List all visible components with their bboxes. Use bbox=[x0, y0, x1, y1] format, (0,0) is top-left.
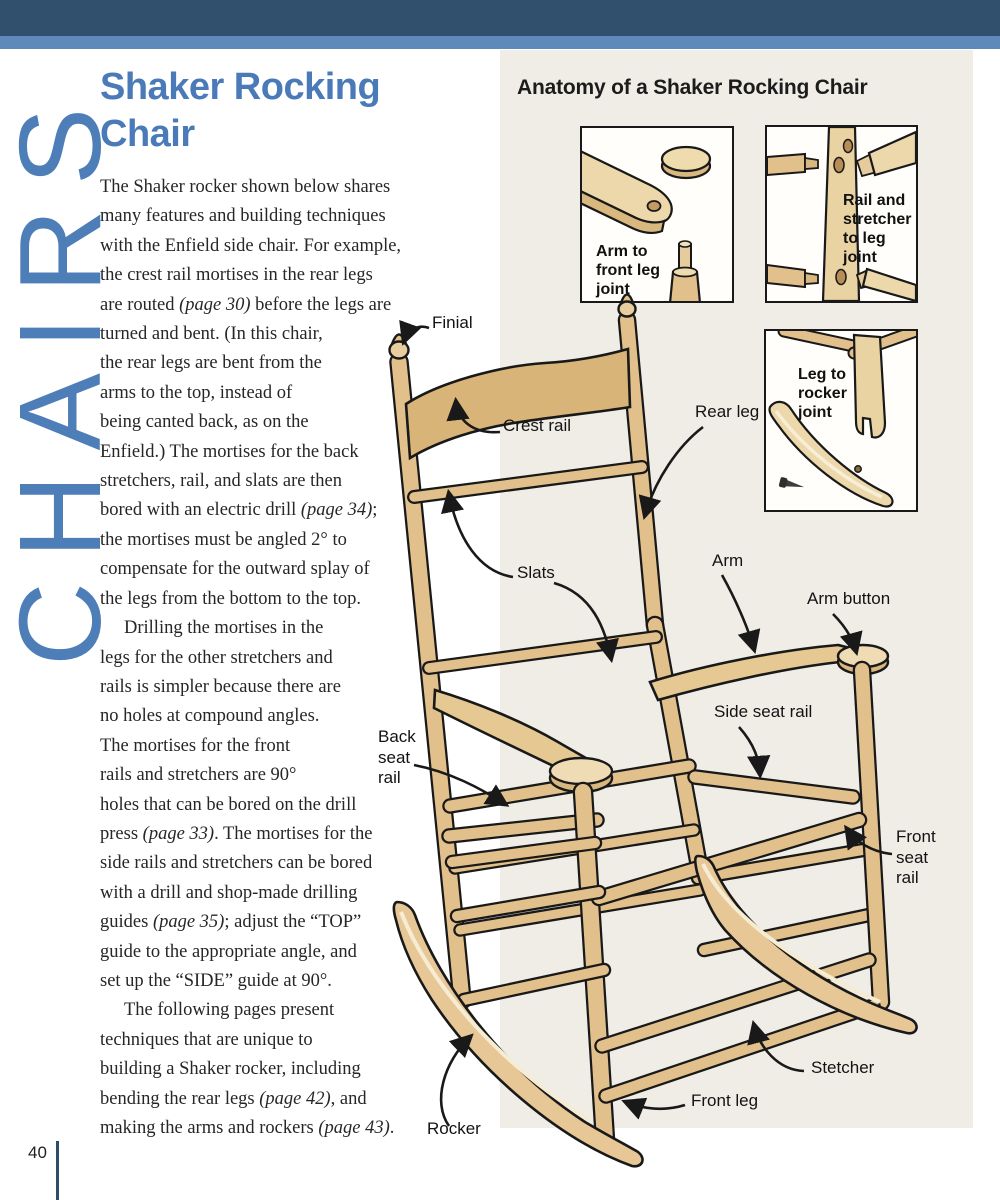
body-line: many features and building techniques bbox=[100, 206, 386, 227]
body-text: The Shaker rocker shown below shares many… bbox=[100, 173, 530, 1143]
body-line: guide to the appropriate angle, and bbox=[100, 941, 357, 962]
page-number-rule bbox=[56, 1141, 59, 1200]
body-line: Enfield.) The mortises for the back bbox=[100, 441, 359, 462]
arrow-side-seat-rail bbox=[738, 726, 771, 780]
label-back-seat-rail: Back seat rail bbox=[378, 727, 416, 787]
arrow-arm-button bbox=[832, 613, 863, 657]
body-line: techniques that are unique to bbox=[100, 1029, 313, 1050]
leg-rocker-joint-illustration bbox=[768, 331, 916, 508]
inset-leg-to-rocker-joint: Leg to rocker joint bbox=[764, 329, 918, 512]
body-line: stretchers, rail, and slats are then bbox=[100, 471, 342, 492]
body-line: compensate for the outward splay of bbox=[100, 559, 370, 580]
inset-1-label: Arm to front leg joint bbox=[596, 243, 660, 298]
rocker-blade bbox=[768, 400, 894, 508]
arm-hole bbox=[646, 200, 662, 212]
body-line: The mortises for the front bbox=[100, 735, 291, 756]
body-line: being canted back, as on the bbox=[100, 412, 309, 433]
body-line: holes that can be bored on the drill bbox=[100, 794, 357, 815]
page-title-line1: Shaker Rocking bbox=[100, 66, 381, 108]
label-front-seat-rail: Front seat rail bbox=[896, 827, 936, 887]
arm-button-top bbox=[660, 145, 712, 173]
arrow-front-leg bbox=[621, 1097, 686, 1120]
body-line: the crest rail mortises in the rear legs bbox=[100, 265, 373, 286]
body-line: set up the “SIDE” guide at 90°. bbox=[100, 970, 332, 991]
label-finial: Finial bbox=[432, 313, 473, 332]
body-line: turned and bent. (In this chair, bbox=[100, 324, 323, 345]
label-crest-rail: Crest rail bbox=[503, 416, 572, 435]
top-bar-light bbox=[0, 36, 1000, 49]
body-line: rails is simpler because there are bbox=[100, 676, 341, 697]
inset-arm-to-front-leg-joint: Arm to front leg joint bbox=[580, 126, 734, 303]
body-line: The following pages present bbox=[124, 1000, 335, 1021]
body-line: rails and stretchers are 90° bbox=[100, 765, 297, 786]
body-line: bending the rear legs (page 42), and bbox=[100, 1088, 367, 1109]
leg-post bbox=[821, 127, 861, 301]
slotted-leg bbox=[852, 333, 887, 439]
body-line: press (page 33). The mortises for the bbox=[100, 823, 373, 844]
inset-rail-and-stretcher-to-leg-joint: Rail and stretcher to leg joint bbox=[765, 125, 918, 303]
label-arm: Arm bbox=[712, 551, 744, 570]
body-line: the mortises must be angled 2° to bbox=[100, 529, 347, 550]
arrow-front-seat-rail bbox=[844, 824, 893, 856]
rocker-left bbox=[392, 900, 644, 1168]
arrow-stetcher bbox=[747, 1019, 805, 1073]
body-line: the rear legs are bent from the bbox=[100, 353, 322, 374]
arm-button-left bbox=[548, 756, 614, 794]
label-front-leg: Front leg bbox=[691, 1091, 759, 1110]
arrow-slats-left bbox=[441, 488, 514, 579]
top-bar-dark bbox=[0, 0, 1000, 36]
inset-2-label: Rail and stretcher to leg joint bbox=[843, 192, 912, 266]
body-line: no holes at compound angles. bbox=[100, 706, 320, 727]
anatomy-heading: Anatomy of a Shaker Rocking Chair bbox=[517, 76, 868, 99]
body-line: making the arms and rockers (page 43). bbox=[100, 1118, 395, 1138]
inset-3-label: Leg to rocker joint bbox=[798, 366, 847, 421]
body-line: arms to the top, instead of bbox=[100, 382, 293, 403]
label-stetcher: Stetcher bbox=[811, 1058, 875, 1077]
body-line: with the Enfield side chair. For example… bbox=[100, 235, 402, 256]
body-line: bored with an electric drill (page 34); bbox=[100, 500, 378, 521]
body-line: guides (page 35); adjust the “TOP” bbox=[100, 912, 362, 933]
arrow-slats-right bbox=[553, 581, 619, 664]
arrow-arm bbox=[720, 574, 761, 654]
label-side-seat-rail: Side seat rail bbox=[714, 702, 813, 721]
body-line: Drilling the mortises in the bbox=[124, 618, 324, 639]
arrow-rear-leg bbox=[638, 425, 704, 520]
finial-right bbox=[617, 293, 637, 318]
body-line: are routed (page 30) before the legs are bbox=[100, 294, 392, 315]
arrow-finial bbox=[399, 319, 430, 346]
body-line: side rails and stretchers can be bored bbox=[100, 853, 373, 874]
body-line: The Shaker rocker shown below shares bbox=[100, 177, 391, 197]
rocker-right bbox=[693, 854, 918, 1035]
page-title-line2: Chair bbox=[100, 113, 195, 155]
label-slats: Slats bbox=[517, 563, 555, 582]
arrow-rocker bbox=[439, 1033, 474, 1127]
arm-to-front-leg-joint-illustration bbox=[582, 145, 712, 301]
arrow-back-seat-rail bbox=[413, 763, 510, 807]
body-line: building a Shaker rocker, including bbox=[100, 1059, 361, 1080]
label-rear-leg: Rear leg bbox=[695, 402, 760, 421]
page-number: 40 bbox=[28, 1143, 47, 1162]
callout-arrows bbox=[399, 319, 893, 1127]
crest-rail bbox=[404, 347, 632, 461]
label-rocker: Rocker bbox=[427, 1119, 481, 1138]
body-line: with a drill and shop-made drilling bbox=[100, 882, 358, 903]
rail-stretcher-leg-joint-illustration bbox=[767, 127, 916, 301]
screw bbox=[778, 477, 805, 488]
body-line: legs for the other stretchers and bbox=[100, 647, 333, 668]
label-arm-button: Arm button bbox=[807, 589, 891, 608]
body-line: the legs from the bottom to the top. bbox=[100, 588, 362, 609]
page-title: Shaker Rocking Chair bbox=[100, 64, 381, 158]
arrow-crest-rail bbox=[446, 396, 501, 434]
right-arm bbox=[648, 643, 860, 702]
